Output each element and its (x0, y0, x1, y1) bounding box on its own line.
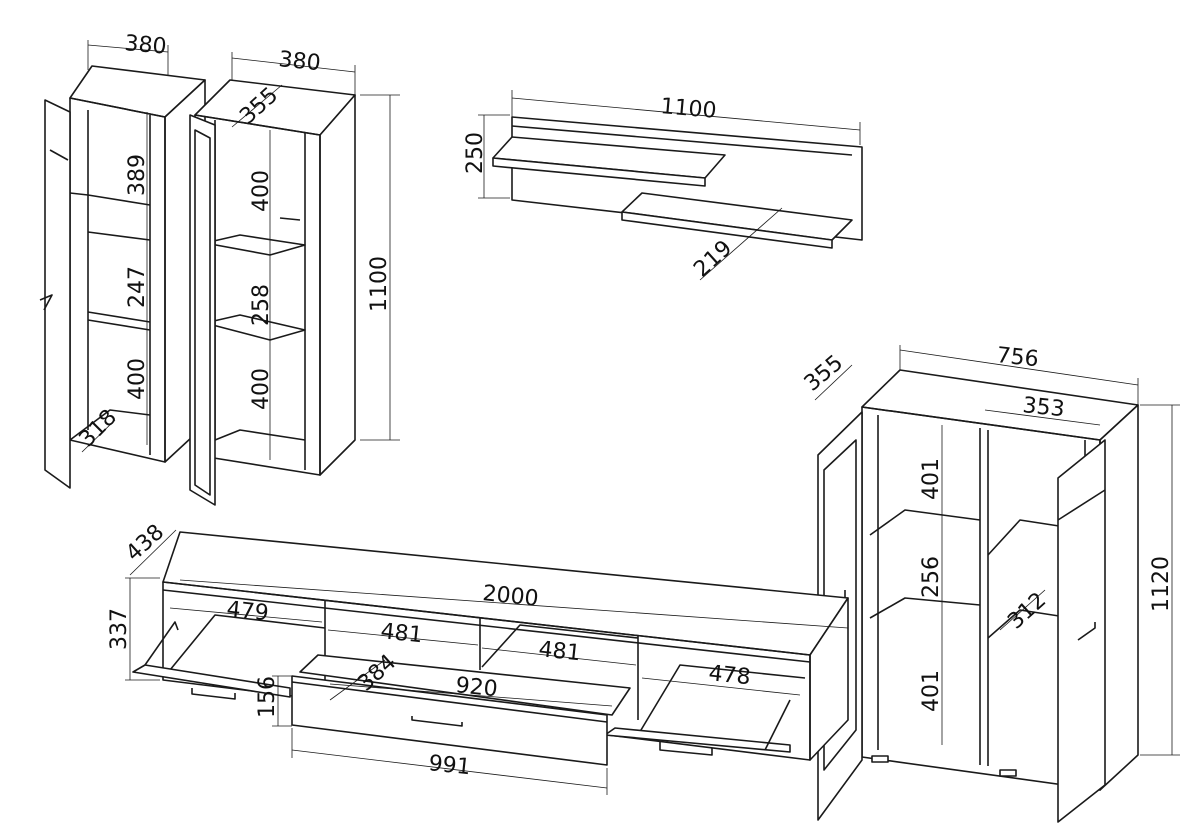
dim-tv-compartment-2: 481 (379, 619, 423, 648)
dim-tv-drawer-width: 991 (427, 751, 471, 780)
dim-cabinet-left-depth: 318 (75, 405, 122, 452)
dim-highboard-height: 1120 (1149, 556, 1174, 612)
dim-lines-highboard (814, 345, 1180, 756)
dim-cabinet-glass-shelf-top: 400 (249, 170, 274, 212)
dim-tv-compartment-4: 478 (707, 661, 751, 690)
dim-tv-drawer-inner-width: 920 (454, 673, 498, 702)
dim-tv-height: 337 (107, 608, 132, 650)
dim-highboard-inner-depth: 312 (1003, 588, 1051, 635)
dim-tv-width: 2000 (481, 581, 539, 612)
dim-cabinet-left-shelf-mid: 247 (125, 266, 150, 308)
tall-cabinet-glass (189, 79, 356, 506)
dim-cabinet-left-shelf-top: 389 (125, 154, 150, 196)
dim-highboard-width: 756 (995, 343, 1039, 372)
dim-wall-shelf-width: 1100 (659, 94, 717, 124)
highboard (817, 369, 1139, 823)
dim-lines-cabinet-left (81, 40, 169, 453)
dim-wall-shelf-depth: 219 (689, 236, 737, 283)
dim-tv-drawer-height: 156 (255, 676, 280, 718)
dim-wall-shelf-height: 250 (463, 132, 488, 174)
dim-tv-compartment-1: 479 (225, 597, 269, 626)
dim-tv-depth: 438 (121, 520, 169, 567)
dim-cabinet-glass-shelf-mid: 258 (249, 284, 274, 326)
dim-cabinet-glass-shelf-bottom: 400 (249, 368, 274, 410)
dim-highboard-depth: 355 (800, 350, 848, 396)
tall-cabinet-left (39, 65, 206, 489)
tv-unit (132, 531, 849, 766)
dim-tv-compartment-3: 481 (537, 637, 581, 666)
dim-highboard-shelf-bottom: 401 (919, 670, 944, 712)
dim-cabinet-left-width: 380 (123, 31, 167, 60)
dim-lines-wall-shelf (478, 90, 861, 281)
dim-highboard-shelf-top: 401 (919, 458, 944, 500)
dim-cabinet-glass-width: 380 (277, 47, 321, 76)
dim-lines-tv-unit (125, 529, 849, 795)
dim-highboard-inner-width: 353 (1021, 393, 1065, 422)
dim-cabinet-glass-height: 1100 (367, 256, 392, 312)
dim-lines-cabinet-glass (231, 52, 400, 460)
wall-shelf (492, 116, 863, 249)
dim-highboard-shelf-mid: 256 (919, 556, 944, 598)
dim-cabinet-left-shelf-bottom: 400 (125, 358, 150, 400)
